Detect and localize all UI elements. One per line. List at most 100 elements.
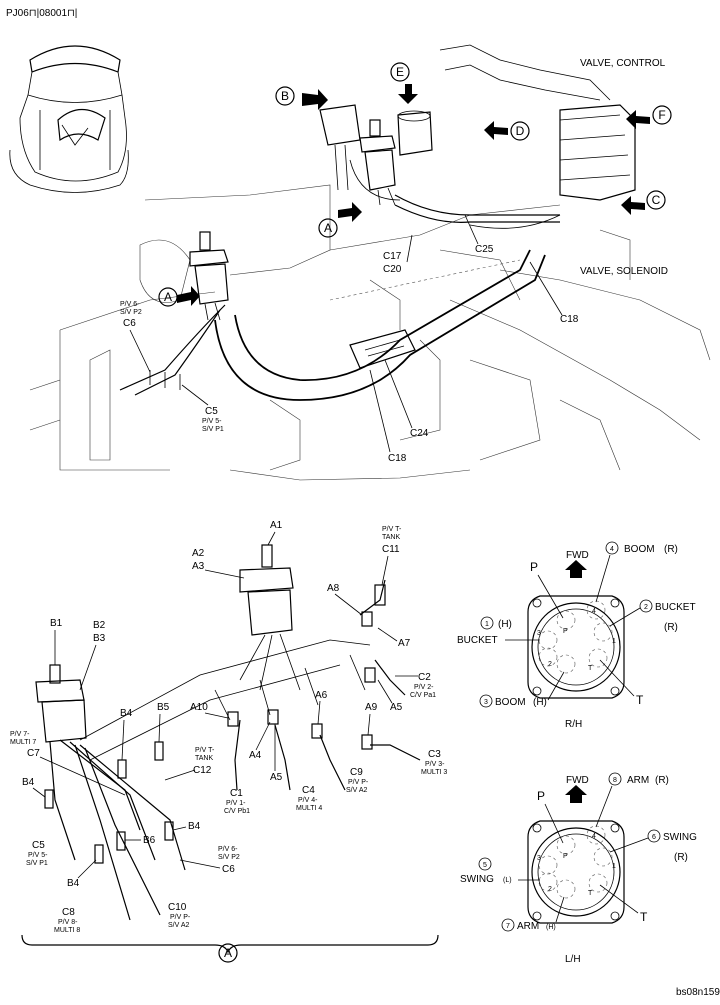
rh-face-mark-3: 3 <box>537 630 541 637</box>
lh-face-mark-2: 2 <box>548 886 552 893</box>
label-pv6b: S/V P2 <box>120 309 142 316</box>
label-c17: C17 <box>383 251 402 262</box>
label-c11: C11 <box>382 544 400 555</box>
label-c7: C7 <box>27 748 40 759</box>
lh-fwd-label: FWD <box>566 775 589 786</box>
label-b4-top: B4 <box>120 708 133 719</box>
lh-port-7-name: ARM <box>517 921 539 932</box>
rh-face-mark-t: T <box>588 665 593 672</box>
valve-solenoid-label: VALVE, SOLENOID <box>580 266 668 277</box>
lh-port-5-side: (L) <box>503 877 512 884</box>
label-b1: B1 <box>50 618 63 629</box>
detail-a-drawing <box>35 544 421 921</box>
rh-face-mark-1: 1 <box>612 638 616 645</box>
lower-left-hoses <box>119 304 226 396</box>
top-view-labels: P/V 6- S/V P2 C6 C5 P/V 5- S/V P1 C17 C2… <box>120 214 579 464</box>
lh-caption: L/H <box>565 954 581 965</box>
label-pv2: P/V 2- <box>414 684 434 691</box>
label-c9: C9 <box>350 767 363 778</box>
label-pv1: P/V 1- <box>226 800 246 807</box>
rh-port-4-num: 4 <box>610 546 614 553</box>
label-b6: B6 <box>143 835 156 846</box>
rh-p-label: P <box>530 560 538 574</box>
label-c10: C10 <box>168 902 187 913</box>
label-b4-bottom: B4 <box>67 878 80 889</box>
lh-t-label: T <box>640 910 648 924</box>
detail-a-bracket: A <box>21 934 439 963</box>
label-c4: C4 <box>302 785 315 796</box>
lh-port-8-num: 8 <box>613 777 617 784</box>
label-a3: A3 <box>192 561 205 572</box>
label-pv7b: MULTI 7 <box>10 739 36 746</box>
label-pvt-tank-1b: TANK <box>382 534 400 541</box>
label-b4-left: B4 <box>22 777 35 788</box>
label-pvp-2: P/V P- <box>170 914 191 921</box>
rh-fwd-label: FWD <box>566 550 589 561</box>
lh-face-mark-p: P <box>563 853 568 860</box>
label-a1: A1 <box>270 520 283 531</box>
label-pv4b: MULTI 4 <box>296 805 322 812</box>
label-a2: A2 <box>192 548 205 559</box>
label-pv5b: S/V P1 <box>26 860 48 867</box>
rh-port-diagram: 4 3 P 2 1 T FWD P T 4 BOOM (R) 2 BUCKET … <box>457 541 696 730</box>
label-b3: B3 <box>93 633 106 644</box>
label-a4: A4 <box>249 750 262 761</box>
rh-port-1-name: BUCKET <box>457 635 498 646</box>
label-pvt-tank-2b: TANK <box>195 755 213 762</box>
rh-face-mark-4: 4 <box>592 608 596 615</box>
rh-port-1-num: 1 <box>485 621 489 628</box>
label-a6: A6 <box>315 690 328 701</box>
control-valve-block <box>439 44 636 201</box>
label-c12: C12 <box>193 765 212 776</box>
label-pv7: P/V 7- <box>10 731 30 738</box>
label-a10: A10 <box>190 702 208 713</box>
pilot-valve-e <box>397 110 433 156</box>
lh-port-8-name: ARM <box>627 775 649 786</box>
lh-face-mark-t: T <box>588 890 593 897</box>
footer-code: bs08n159 <box>676 987 720 998</box>
lh-p-label: P <box>537 789 545 803</box>
label-pv5b: S/V P1 <box>202 426 224 433</box>
lh-face-mark-3: 3 <box>537 855 541 862</box>
main-hose-bundle <box>214 159 561 401</box>
label-b5: B5 <box>157 702 170 713</box>
callout-e: E <box>396 65 404 79</box>
label-pv5: P/V 5- <box>202 418 222 425</box>
rh-caption: R/H <box>565 719 582 730</box>
label-pv8b: MULTI 8 <box>54 927 80 934</box>
lh-face-mark-4: 4 <box>592 833 596 840</box>
label-c5: C5 <box>32 840 45 851</box>
lh-port-7-side: (H) <box>546 924 556 931</box>
label-c24: C24 <box>410 428 429 439</box>
callout-a-upper: A <box>324 221 332 235</box>
detail-a-labels: A1 A2 A3 P/V T- TANK C11 A8 A7 B1 B2 B3 … <box>10 520 447 934</box>
label-pvt-tank-2: P/V T- <box>195 747 215 754</box>
rh-port-3-num: 3 <box>484 699 488 706</box>
label-c6: C6 <box>222 864 235 875</box>
label-c3: C3 <box>428 749 441 760</box>
rh-port-4-name: BOOM <box>624 544 655 555</box>
rh-port-2-name: BUCKET <box>655 602 696 613</box>
label-pvp-1: P/V P- <box>348 779 369 786</box>
label-c2: C2 <box>418 672 431 683</box>
label-pv4: P/V 4- <box>298 797 318 804</box>
callout-circles: B E D F C A A <box>158 62 672 307</box>
callout-f: F <box>658 108 665 122</box>
lh-port-5-name: SWING <box>460 874 494 885</box>
rh-face-mark-2: 2 <box>548 661 552 668</box>
lh-port-6-num: 6 <box>652 834 656 841</box>
label-a5-left: A5 <box>270 772 283 783</box>
rh-port-4-side: (R) <box>664 544 678 555</box>
label-pv8: P/V 8- <box>58 919 78 926</box>
label-a5-right: A5 <box>390 702 403 713</box>
callout-d: D <box>516 124 525 138</box>
label-a7: A7 <box>398 638 411 649</box>
detail-a-callout: A <box>224 946 232 960</box>
label-pv3: P/V 3- <box>425 761 445 768</box>
label-pvt-tank-1: P/V T- <box>382 526 402 533</box>
label-pv6b: S/V P2 <box>218 854 240 861</box>
rh-port-3-side: (H) <box>533 697 547 708</box>
label-pv5: P/V 5- <box>28 852 48 859</box>
